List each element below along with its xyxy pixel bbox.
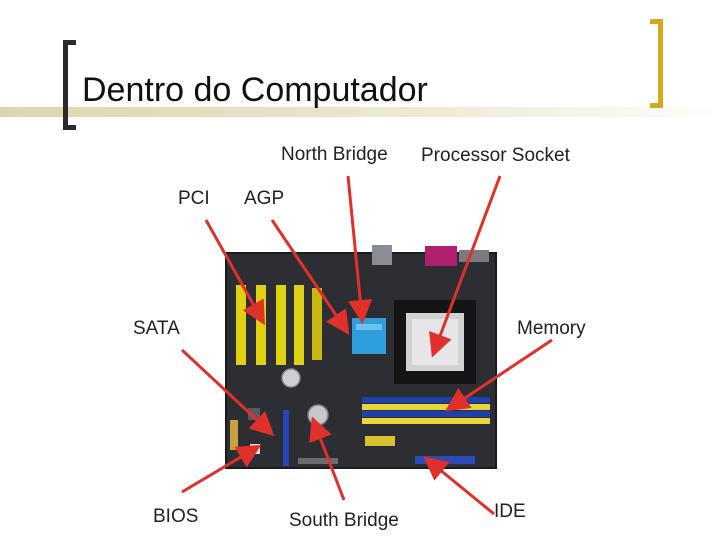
memory-slot-icon (362, 404, 490, 410)
sata-arrow (180, 348, 275, 437)
bios-arrow (181, 444, 262, 494)
north-bridge-chip-icon (352, 318, 386, 354)
pci-slot-icon (276, 285, 286, 365)
ide-arrow (423, 456, 495, 516)
label-sata: SATA (133, 318, 180, 339)
label-north-bridge: North Bridge (281, 144, 388, 165)
agp-slot-icon (312, 288, 322, 360)
title-accent-line (0, 107, 720, 117)
label-bios: BIOS (153, 506, 199, 527)
motherboard-image (225, 245, 497, 469)
parallel-port-icon (425, 246, 457, 266)
agp-arrow (270, 219, 350, 335)
memory-slot-icon (362, 397, 490, 403)
label-processor-socket: Processor Socket (421, 145, 570, 166)
cmos-battery-icon (281, 368, 301, 388)
processor-socket-arrow (429, 175, 502, 358)
pci-slot-icon (294, 285, 304, 365)
memory-arrow (445, 338, 553, 412)
label-ide: IDE (494, 501, 526, 522)
pci-arrow (204, 219, 265, 326)
ide-connector-icon (415, 456, 475, 464)
slide-title: Dentro do Computador (82, 71, 428, 109)
north-bridge-arrow (346, 175, 373, 324)
arrows (180, 175, 553, 516)
memory-slot-icon (362, 418, 490, 424)
pci-slot-icon (256, 285, 266, 365)
right-bracket-decoration (650, 19, 663, 108)
label-pci: PCI (178, 188, 210, 209)
left-bracket-decoration (63, 40, 76, 130)
pci-slot-icon (236, 285, 246, 365)
label-agp: AGP (244, 188, 285, 209)
south-bridge-chip-icon (307, 404, 329, 426)
memory-slot-icon (362, 411, 490, 417)
label-memory: Memory (517, 318, 586, 339)
label-south-bridge: South Bridge (289, 510, 399, 531)
south-bridge-arrow (309, 416, 346, 501)
